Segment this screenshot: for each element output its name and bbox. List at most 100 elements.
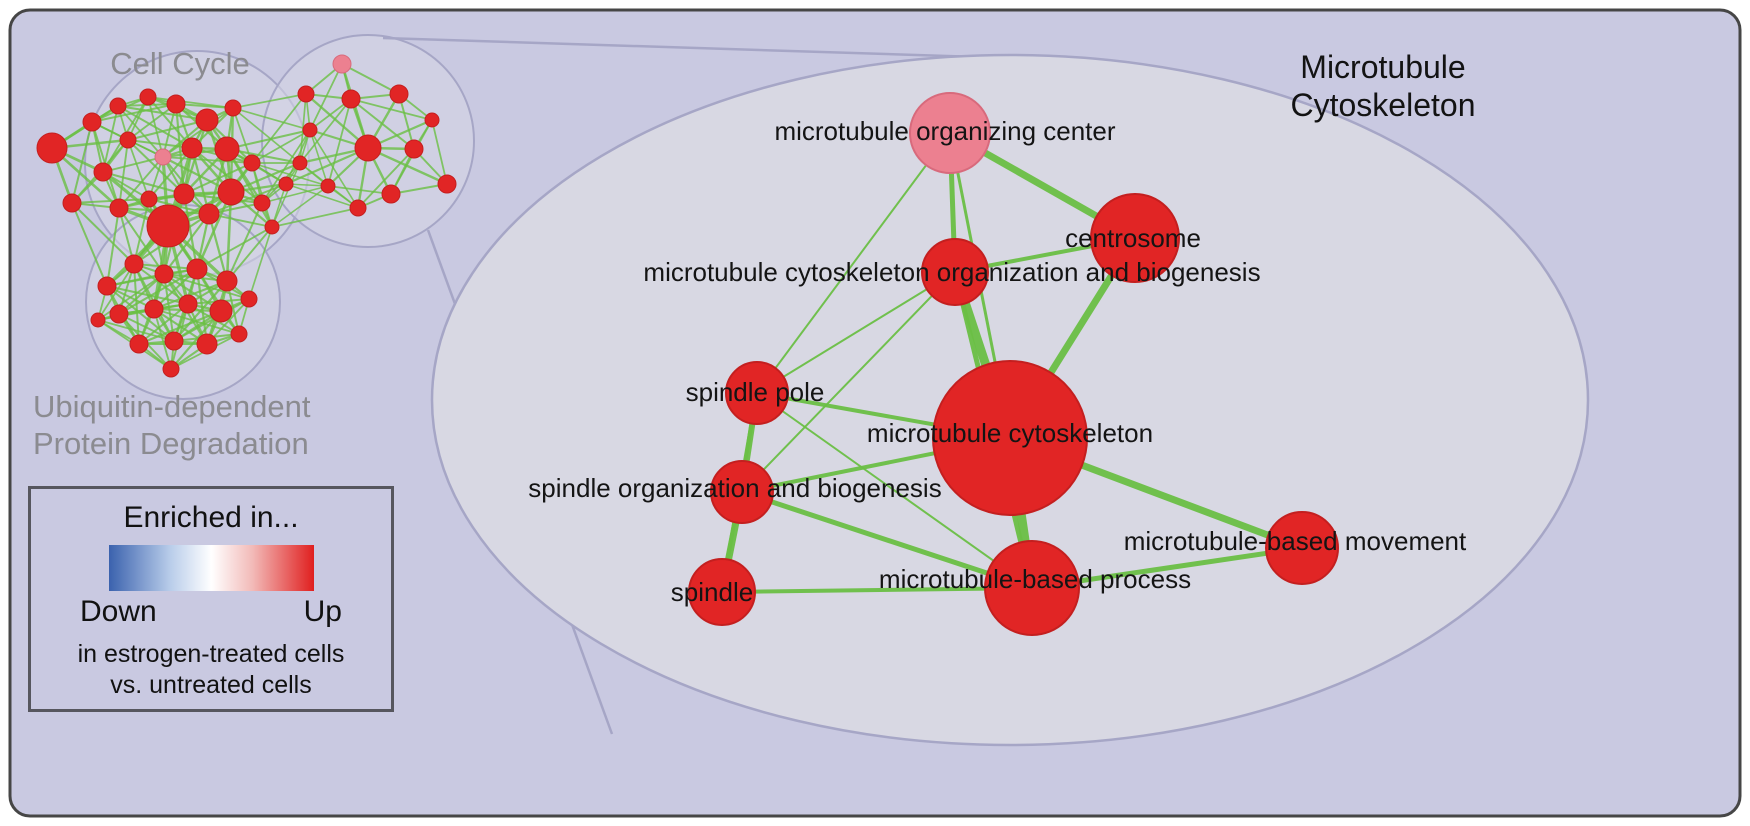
cluster-node[interactable] xyxy=(224,99,242,117)
cluster-edge xyxy=(285,183,359,209)
cluster-node[interactable] xyxy=(404,139,424,159)
cluster-edge xyxy=(232,93,307,109)
legend-title: Enriched in... xyxy=(123,501,299,534)
cluster-edge xyxy=(127,103,177,141)
cluster-node[interactable] xyxy=(424,112,440,128)
cluster-edge xyxy=(182,193,199,270)
cluster-node[interactable] xyxy=(186,258,208,280)
edge-mcob-spindle_pole[interactable] xyxy=(756,271,956,394)
cluster-node[interactable] xyxy=(198,203,220,225)
cluster-node[interactable] xyxy=(62,193,82,213)
node-label-mcob: microtubule cytoskeleton organization an… xyxy=(643,257,1260,287)
cluster-edge xyxy=(162,107,234,158)
node-label-mbp: microtubule-based process xyxy=(879,564,1191,594)
cluster-node[interactable] xyxy=(230,325,248,343)
node-spindle[interactable] xyxy=(688,558,756,626)
cluster-node[interactable] xyxy=(129,334,149,354)
cluster-node[interactable] xyxy=(173,183,195,205)
edge-spindle-mbp[interactable] xyxy=(721,586,1033,594)
cluster-edge xyxy=(71,202,108,287)
cluster-edge xyxy=(251,93,307,164)
legend-caption-line2: vs. untreated cells xyxy=(110,671,312,699)
legend-caption: in estrogen-treated cells vs. untreated … xyxy=(31,639,391,701)
node-mc[interactable] xyxy=(932,360,1088,516)
cluster-node[interactable] xyxy=(297,85,315,103)
cluster-node[interactable] xyxy=(278,176,294,192)
cluster-node[interactable] xyxy=(97,276,117,296)
cluster-node[interactable] xyxy=(154,148,172,166)
cluster-node[interactable] xyxy=(109,97,127,115)
cluster-node[interactable] xyxy=(381,184,401,204)
cluster-node[interactable] xyxy=(109,304,129,324)
cluster-node[interactable] xyxy=(302,122,318,138)
cluster-edge xyxy=(71,198,150,204)
cluster-node[interactable] xyxy=(144,299,164,319)
node-mbp[interactable] xyxy=(984,540,1080,636)
cluster-node[interactable] xyxy=(217,178,245,206)
cluster-node[interactable] xyxy=(195,108,219,132)
cluster-node[interactable] xyxy=(389,84,409,104)
cluster-node[interactable] xyxy=(140,190,158,208)
node-spindle_pole[interactable] xyxy=(725,361,789,425)
cluster-node[interactable] xyxy=(437,174,457,194)
cluster-node[interactable] xyxy=(162,360,180,378)
cluster-edge xyxy=(71,202,135,265)
cluster-node[interactable] xyxy=(341,89,361,109)
cluster-edge xyxy=(106,285,175,342)
node-mbm[interactable] xyxy=(1265,511,1339,585)
cluster-edge xyxy=(232,107,311,131)
edge-sob-mbp[interactable] xyxy=(741,489,1033,591)
cluster-node[interactable] xyxy=(243,154,261,172)
edge-spindle_pole-mbp[interactable] xyxy=(756,392,1033,589)
cluster-node[interactable] xyxy=(154,264,174,284)
edge-moc-spindle_pole[interactable] xyxy=(756,132,951,394)
cluster-node[interactable] xyxy=(332,54,352,74)
node-sob[interactable] xyxy=(710,460,774,524)
node-centrosome[interactable] xyxy=(1090,193,1180,283)
cluster-node[interactable] xyxy=(166,94,186,114)
cluster-node[interactable] xyxy=(196,333,218,355)
cluster-label-microtubule-line2: Cytoskeleton xyxy=(1290,87,1476,123)
cluster-edge xyxy=(248,226,273,300)
cluster-node[interactable] xyxy=(320,178,336,194)
cluster-node[interactable] xyxy=(82,112,102,132)
cluster-node[interactable] xyxy=(109,198,129,218)
cluster-edge xyxy=(305,93,369,149)
cluster-node[interactable] xyxy=(292,155,308,171)
cluster-node[interactable] xyxy=(253,194,271,212)
cluster-edge xyxy=(118,207,135,265)
cluster-edge xyxy=(357,148,415,209)
cluster-node[interactable] xyxy=(264,219,280,235)
cluster-node[interactable] xyxy=(139,88,157,106)
cluster-node[interactable] xyxy=(240,290,258,308)
cluster-edge xyxy=(208,213,273,228)
node-label-moc: microtubule organizing center xyxy=(774,116,1115,146)
cluster-node[interactable] xyxy=(354,134,382,162)
cluster-edge xyxy=(190,147,211,215)
cluster-node[interactable] xyxy=(146,204,190,248)
cluster-edge xyxy=(232,107,301,164)
cluster-edge xyxy=(327,185,392,195)
cluster-edge xyxy=(398,93,415,150)
cluster-node[interactable] xyxy=(93,162,113,182)
cluster-edge xyxy=(133,198,150,265)
legend-axis-labels: Down Up xyxy=(80,595,342,629)
node-mcob[interactable] xyxy=(921,238,989,306)
cluster-node[interactable] xyxy=(349,199,367,217)
cluster-node[interactable] xyxy=(124,254,144,274)
cluster-edge xyxy=(226,148,273,228)
cluster-node[interactable] xyxy=(209,299,233,323)
cluster-node[interactable] xyxy=(178,294,198,314)
node-moc[interactable] xyxy=(909,92,991,174)
cluster-edge xyxy=(251,129,311,164)
edge-mcob-sob[interactable] xyxy=(741,271,956,493)
cluster-node[interactable] xyxy=(119,131,137,149)
cluster-node[interactable] xyxy=(90,312,106,328)
cluster-node[interactable] xyxy=(214,136,240,162)
cluster-node[interactable] xyxy=(164,331,184,351)
cluster-edge xyxy=(261,185,329,204)
cluster-edge xyxy=(127,118,208,142)
cluster-node[interactable] xyxy=(181,137,203,159)
cluster-node[interactable] xyxy=(36,132,68,164)
cluster-node[interactable] xyxy=(216,270,238,292)
